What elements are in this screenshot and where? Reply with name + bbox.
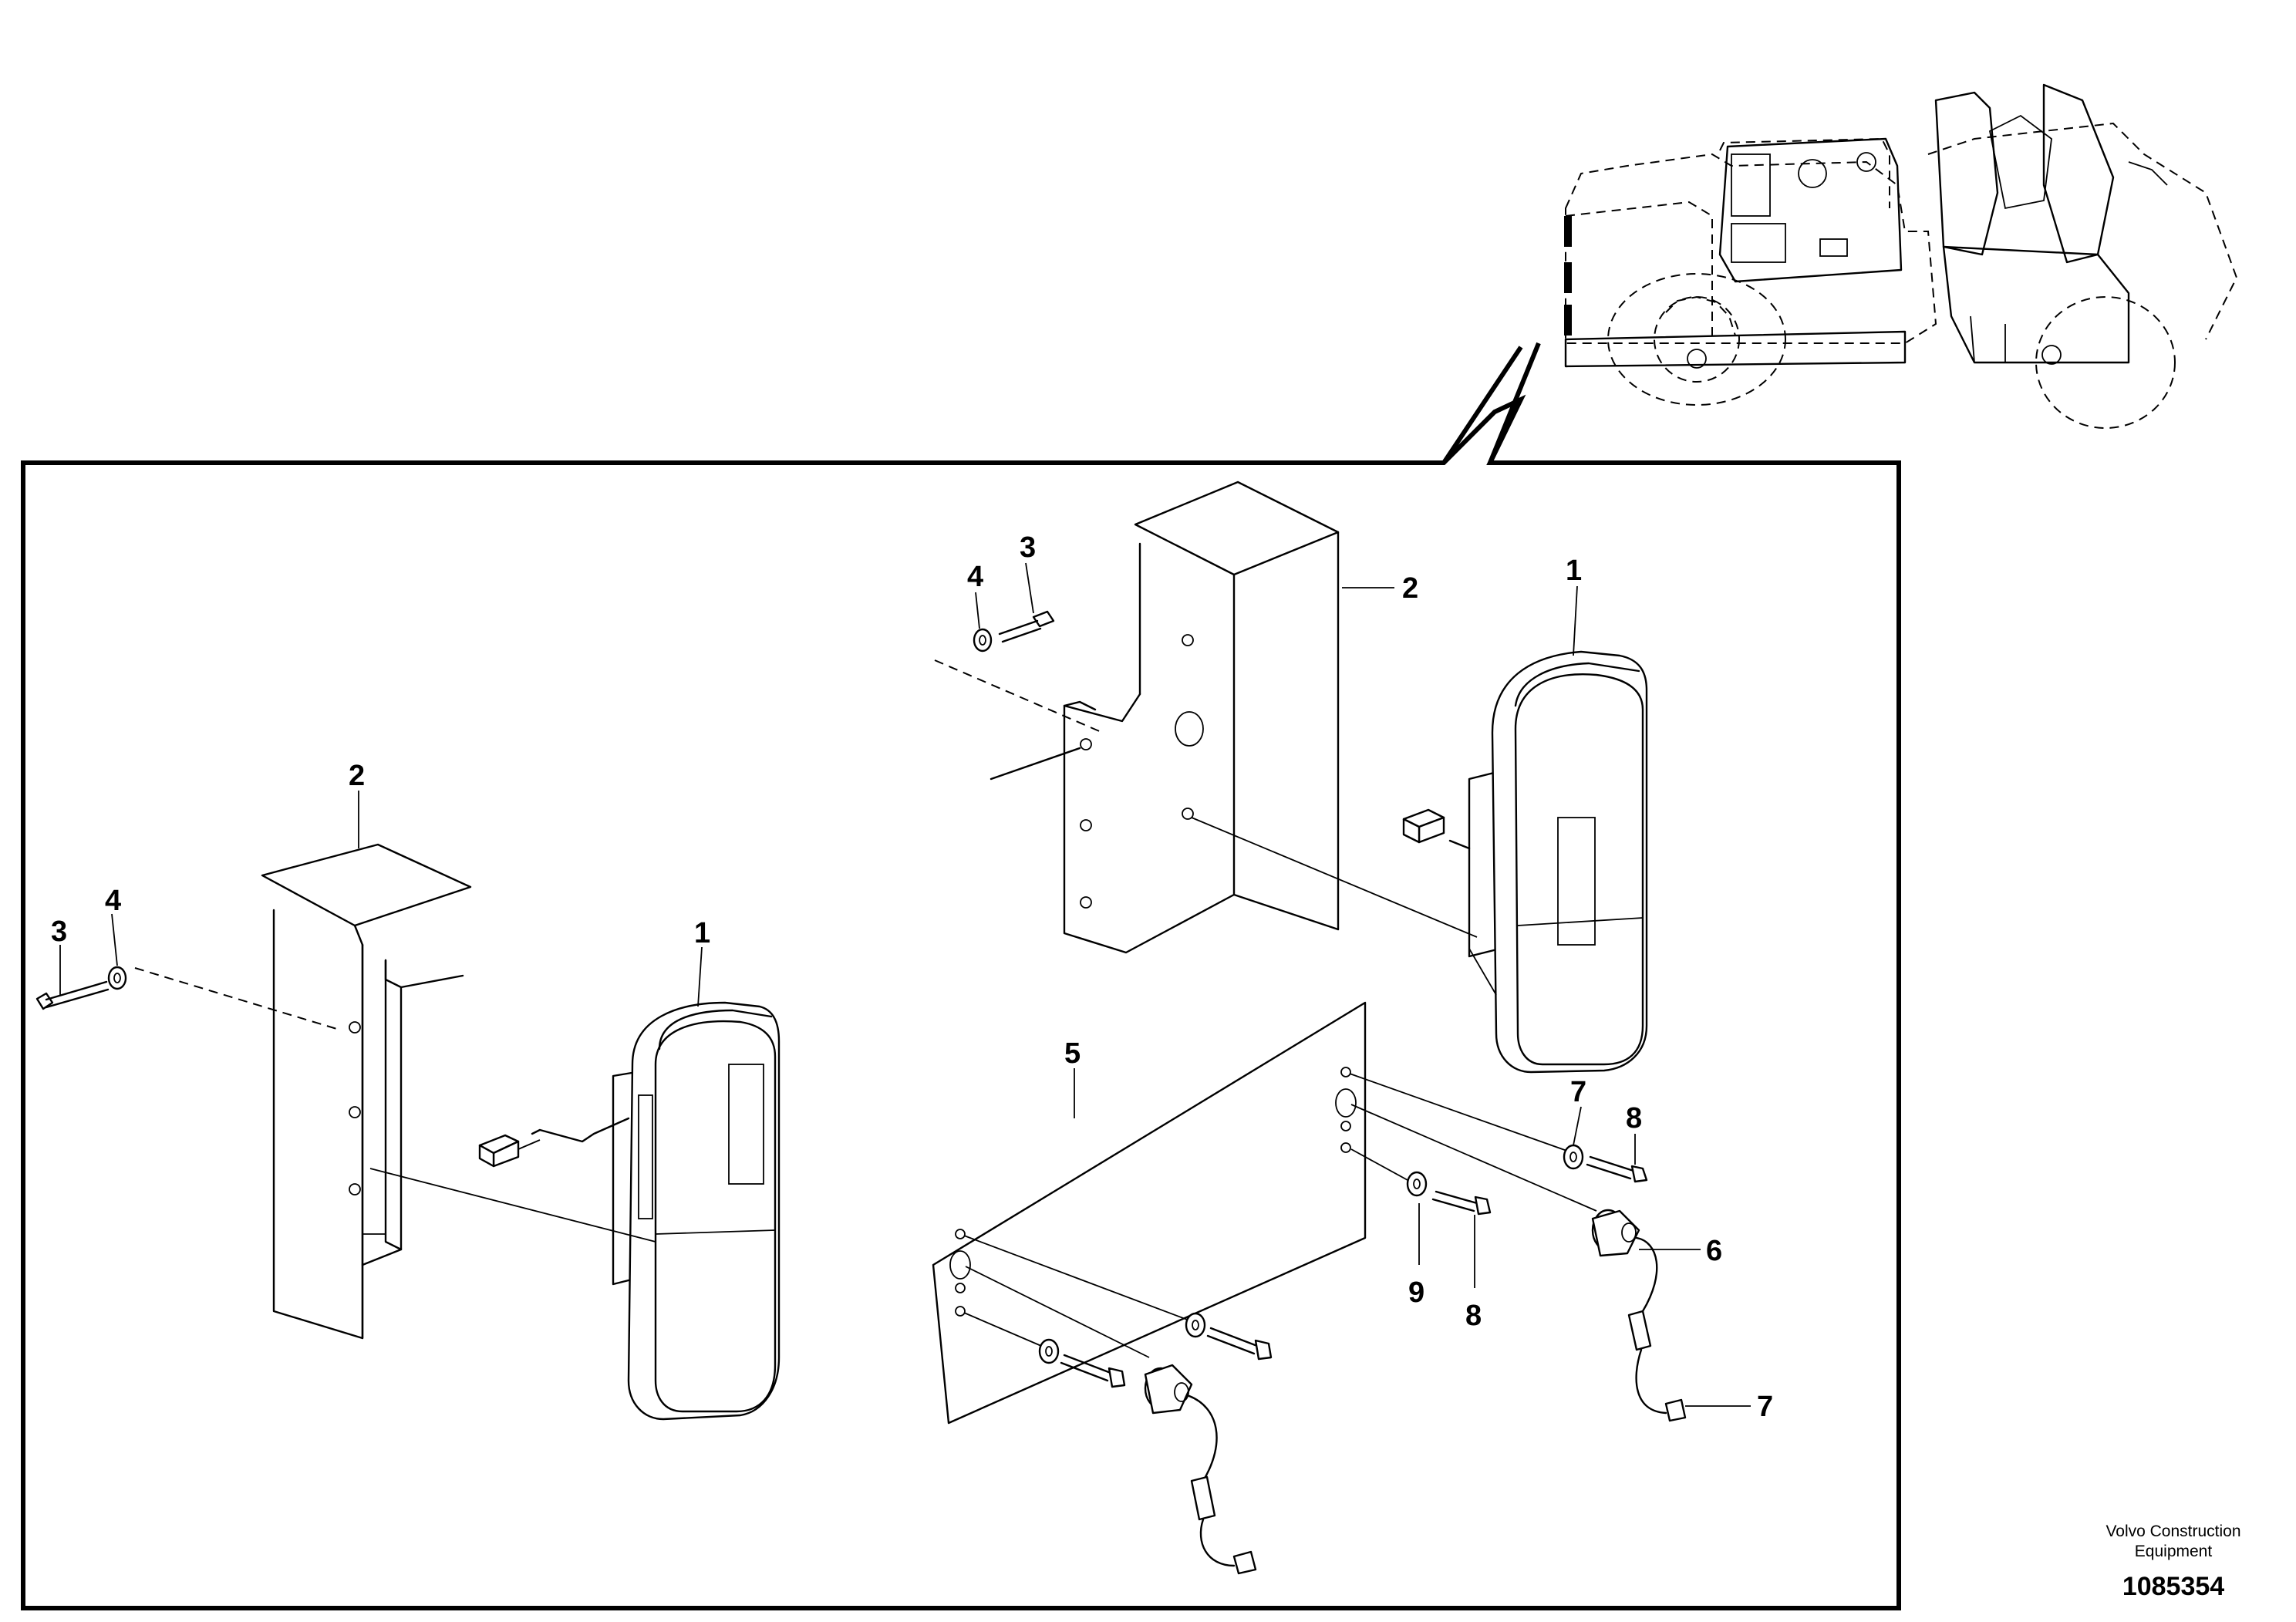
callout-top-bracket: 2 (1402, 572, 1418, 605)
callout-screw-right-a: 8 (1626, 1102, 1642, 1135)
left-screw (35, 980, 110, 1010)
washer-mid (1406, 1171, 1428, 1197)
plate-screw-a (1206, 1327, 1273, 1361)
brand-line-1: Volvo Construction (2106, 1523, 2240, 1540)
callout-washer-mid: 9 (1408, 1276, 1424, 1309)
callout-cable-right: 7 (1757, 1391, 1773, 1423)
leader-lines (59, 562, 1751, 1407)
machine-overview (1564, 83, 2238, 429)
detail-frame (21, 394, 1901, 1610)
top-lamp (1402, 650, 1648, 1074)
callout-washer-right: 7 (1570, 1076, 1586, 1108)
left-lamp (478, 1001, 781, 1421)
top-lamp-axis (1191, 817, 1478, 938)
plate-axes (963, 1073, 1597, 1358)
screw-right-a (1586, 1155, 1648, 1183)
callout-screw-right-b: 8 (1465, 1300, 1482, 1332)
brand-line-2: Equipment (2135, 1543, 2213, 1560)
top-washer (973, 628, 993, 653)
callout-left-screw: 3 (51, 916, 67, 948)
top-screw (998, 610, 1055, 643)
plate-washer-b (1038, 1338, 1060, 1364)
callout-top-lamp: 1 (1566, 555, 1582, 587)
callout-plate: 5 (1064, 1037, 1081, 1070)
left-lamp-axis (369, 1168, 656, 1243)
drawing-number: 1085354 (2122, 1572, 2224, 1601)
left-washer (107, 966, 127, 990)
screw-right-b (1431, 1190, 1492, 1216)
plate-screw-b (1060, 1354, 1126, 1388)
top-screw-axis (934, 659, 1104, 733)
washer-right (1563, 1144, 1584, 1170)
callout-top-screw: 3 (1020, 531, 1036, 564)
callout-lamp-holder: 6 (1706, 1235, 1722, 1267)
plate (932, 1001, 1367, 1425)
callout-left-washer: 4 (105, 885, 121, 917)
callout-left-lamp: 1 (694, 917, 710, 949)
left-screw-axis (134, 967, 340, 1030)
top-bracket (990, 481, 1340, 954)
lamp-holder-right (1591, 1209, 1687, 1422)
lamp-holder-left (1144, 1364, 1257, 1575)
callout-top-washer: 4 (967, 561, 983, 593)
callout-left-bracket: 2 (349, 760, 365, 792)
plate-washer-a (1185, 1312, 1206, 1338)
detail-pointer (1441, 342, 1541, 464)
left-bracket (261, 843, 472, 1340)
